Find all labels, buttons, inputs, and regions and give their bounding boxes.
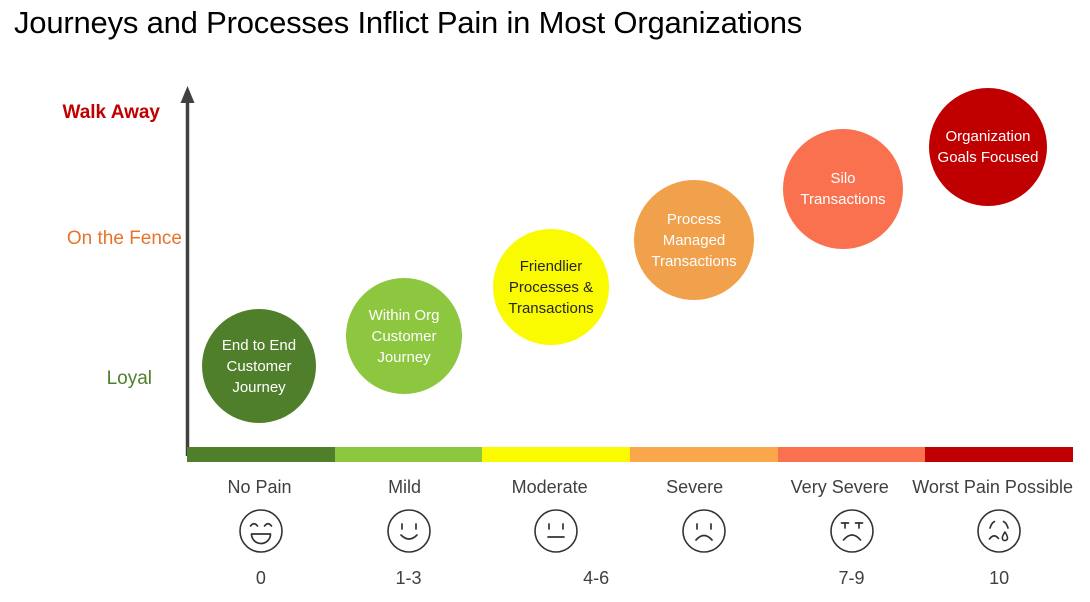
crying-face-icon: [977, 509, 1021, 553]
score-label-2: 1-3: [395, 568, 422, 588]
face-cell-2: [335, 508, 483, 560]
face-cell-6: [925, 508, 1073, 560]
bubble-5[interactable]: Silo Transactions: [783, 129, 903, 249]
neutral-face-icon: [534, 509, 578, 553]
x-axis-label-6: Worst Pain Possible: [912, 477, 1073, 497]
score-label-6: 10: [989, 568, 1010, 588]
scale-segment-5: [777, 447, 926, 462]
face-cell-4: [630, 508, 778, 560]
face-cell-5: [778, 508, 926, 560]
face-cell-1: [187, 508, 335, 560]
y-axis-label-loyal: Loyal: [106, 368, 152, 389]
scale-segment-2: [334, 447, 483, 462]
smiling-face-icon: [386, 509, 431, 553]
x-axis-label-3: Moderate: [511, 477, 588, 497]
x-axis-score-labels: 0 1-3 4-6 7-9 10: [187, 565, 1073, 593]
x-axis-label-2: Mild: [388, 477, 422, 497]
pain-face-icons-row: [187, 508, 1073, 560]
bubble-label: Friendlier Processes & Transactions: [508, 257, 594, 317]
grinning-face-icon: [239, 509, 283, 553]
x-axis-label-4: Severe: [666, 477, 724, 497]
score-label-3: 4-6: [583, 568, 610, 588]
bubble-6[interactable]: Organization Goals Focused: [929, 88, 1047, 206]
scale-segment-1: [187, 447, 335, 462]
y-axis-arrow: [180, 86, 195, 456]
score-label-5: 7-9: [838, 568, 865, 588]
y-axis-label-walk-away: Walk Away: [62, 102, 160, 123]
bubble-label: Process Managed Transactions: [651, 210, 737, 270]
scale-segment-3: [482, 447, 631, 462]
x-axis-label-1: No Pain: [227, 477, 292, 497]
x-axis-category-labels: No Pain Mild Moderate Severe Very Severe Wors…: [187, 475, 1073, 499]
score-label-1: 0: [255, 568, 266, 588]
bubble-label: Organization Goals Focused: [937, 128, 1039, 166]
bubble-label: Within Org Customer Journey: [368, 306, 440, 366]
pain-scale-color-bar: [187, 447, 1074, 462]
x-axis-label-5: Very Severe: [790, 477, 889, 497]
bubble-2[interactable]: Within Org Customer Journey: [346, 278, 462, 394]
scale-segment-6: [925, 447, 1074, 462]
y-axis-label-on-the-fence: On the Fence: [66, 228, 182, 249]
face-cell-3: [482, 508, 630, 560]
scale-segment-4: [630, 447, 778, 462]
bubble-label: End to End Customer Journey: [221, 336, 297, 396]
very-sad-face-icon: [829, 509, 874, 553]
frowning-face-icon: [682, 509, 726, 553]
bubble-4[interactable]: Process Managed Transactions: [634, 180, 754, 300]
bubble-1[interactable]: End to End Customer Journey: [202, 309, 316, 423]
bubble-label: Silo Transactions: [800, 170, 886, 208]
page-title: Journeys and Processes Inflict Pain in M…: [14, 5, 803, 40]
bubble-3[interactable]: Friendlier Processes & Transactions: [493, 229, 609, 345]
